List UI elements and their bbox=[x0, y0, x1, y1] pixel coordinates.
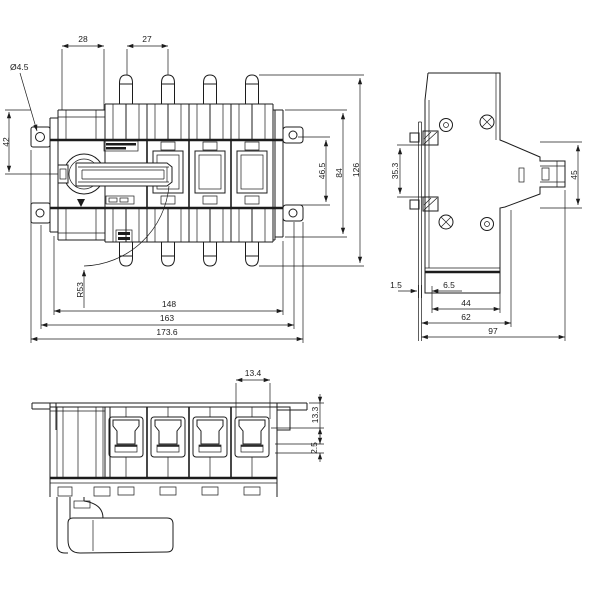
dim-13-4: 13.4 bbox=[235, 368, 271, 419]
dim-42: 42 bbox=[1, 109, 58, 175]
terminal-clamps bbox=[108, 407, 270, 478]
dim-13-3-label: 13.3 bbox=[310, 406, 320, 423]
side-view: 35.3 45 1.5 6.5 44 62 bbox=[390, 72, 582, 341]
dim-97: 97 bbox=[421, 190, 566, 341]
dim-62: 62 bbox=[421, 210, 512, 327]
dim-97-label: 97 bbox=[488, 326, 498, 336]
dim-163-label: 163 bbox=[160, 313, 174, 323]
bottom-body bbox=[31, 402, 308, 497]
clamp-module bbox=[234, 407, 270, 478]
dim-r53-label: R53 bbox=[75, 282, 85, 298]
mounting-hole bbox=[35, 132, 45, 142]
dim-62-label: 62 bbox=[461, 312, 471, 322]
mounting-hole bbox=[35, 208, 45, 218]
upper-terminal-modules bbox=[104, 103, 274, 140]
handle-pivot-nub bbox=[57, 164, 69, 184]
dim-6-5-label: 6.5 bbox=[443, 280, 455, 290]
dim-44-label: 44 bbox=[461, 298, 471, 308]
dim-28-label: 28 bbox=[78, 34, 88, 44]
lower-terminal-modules bbox=[104, 208, 274, 243]
dim-2-5: 2.5 bbox=[275, 435, 324, 462]
clamp-module bbox=[192, 407, 228, 478]
dim-126: 126 bbox=[259, 74, 364, 267]
dim-35-3-label: 35.3 bbox=[390, 162, 400, 179]
dim-13-4-label: 13.4 bbox=[245, 368, 262, 378]
dim-173-6-label: 173.6 bbox=[156, 327, 178, 337]
mounting-hole bbox=[288, 208, 298, 218]
dim-84: 84 bbox=[285, 109, 347, 238]
mounting-tabs bbox=[30, 126, 304, 224]
dim-46-5: 46.5 bbox=[298, 136, 330, 206]
dim-173-6: 173.6 bbox=[30, 150, 304, 343]
din-rail-clips bbox=[409, 130, 439, 212]
dim-1-5-label: 1.5 bbox=[390, 280, 402, 290]
handle-swing-arc bbox=[83, 185, 170, 267]
dim-35-3: 35.3 bbox=[390, 144, 433, 198]
side-screws bbox=[438, 114, 495, 231]
rating-label bbox=[103, 140, 139, 152]
dim-44: 44 bbox=[432, 293, 501, 313]
dim-148-label: 148 bbox=[162, 299, 176, 309]
dim-163: 163 bbox=[40, 222, 295, 329]
clamp-module bbox=[108, 407, 144, 478]
off-indicator-arrow bbox=[77, 199, 85, 207]
dim-1-5: 1.5 bbox=[390, 280, 422, 298]
padlock-provision bbox=[77, 195, 135, 243]
dim-46-5-label: 46.5 bbox=[317, 162, 327, 179]
dim-84-label: 84 bbox=[334, 168, 344, 178]
operating-handle bbox=[57, 153, 173, 195]
dim-148: 148 bbox=[53, 236, 284, 315]
callout-hole-dia: Ø4.5 bbox=[10, 62, 38, 132]
dim-2-5-label: 2.5 bbox=[309, 442, 319, 454]
hole-dia-label: Ø4.5 bbox=[10, 62, 29, 72]
dim-28: 28 bbox=[61, 34, 105, 110]
clamp-module bbox=[150, 407, 186, 478]
terminal-screws-bottom bbox=[119, 208, 259, 267]
dim-27: 27 bbox=[126, 34, 169, 75]
dim-42-label: 42 bbox=[1, 137, 11, 147]
terminal-detail bbox=[518, 167, 525, 183]
dim-13-3: 13.3 bbox=[271, 394, 324, 437]
dim-45-label: 45 bbox=[569, 170, 579, 180]
side-body bbox=[424, 72, 566, 294]
bottom-view: 13.4 13.3 2.5 bbox=[31, 368, 324, 554]
pole-indicator-windows bbox=[152, 141, 268, 205]
bottom-handle bbox=[56, 497, 174, 554]
dim-126-label: 126 bbox=[351, 163, 361, 177]
handle-bar bbox=[75, 162, 173, 187]
dim-45: 45 bbox=[540, 141, 582, 209]
terminal-screws-top bbox=[119, 74, 259, 140]
dim-27-label: 27 bbox=[142, 34, 152, 44]
dim-r53: R53 bbox=[75, 270, 87, 308]
dim-6-5: 6.5 bbox=[431, 280, 462, 313]
front-view: 28 27 Ø4.5 42 46.5 84 bbox=[1, 34, 364, 343]
mounting-hole bbox=[288, 130, 298, 140]
din-rail-plate bbox=[418, 121, 422, 341]
